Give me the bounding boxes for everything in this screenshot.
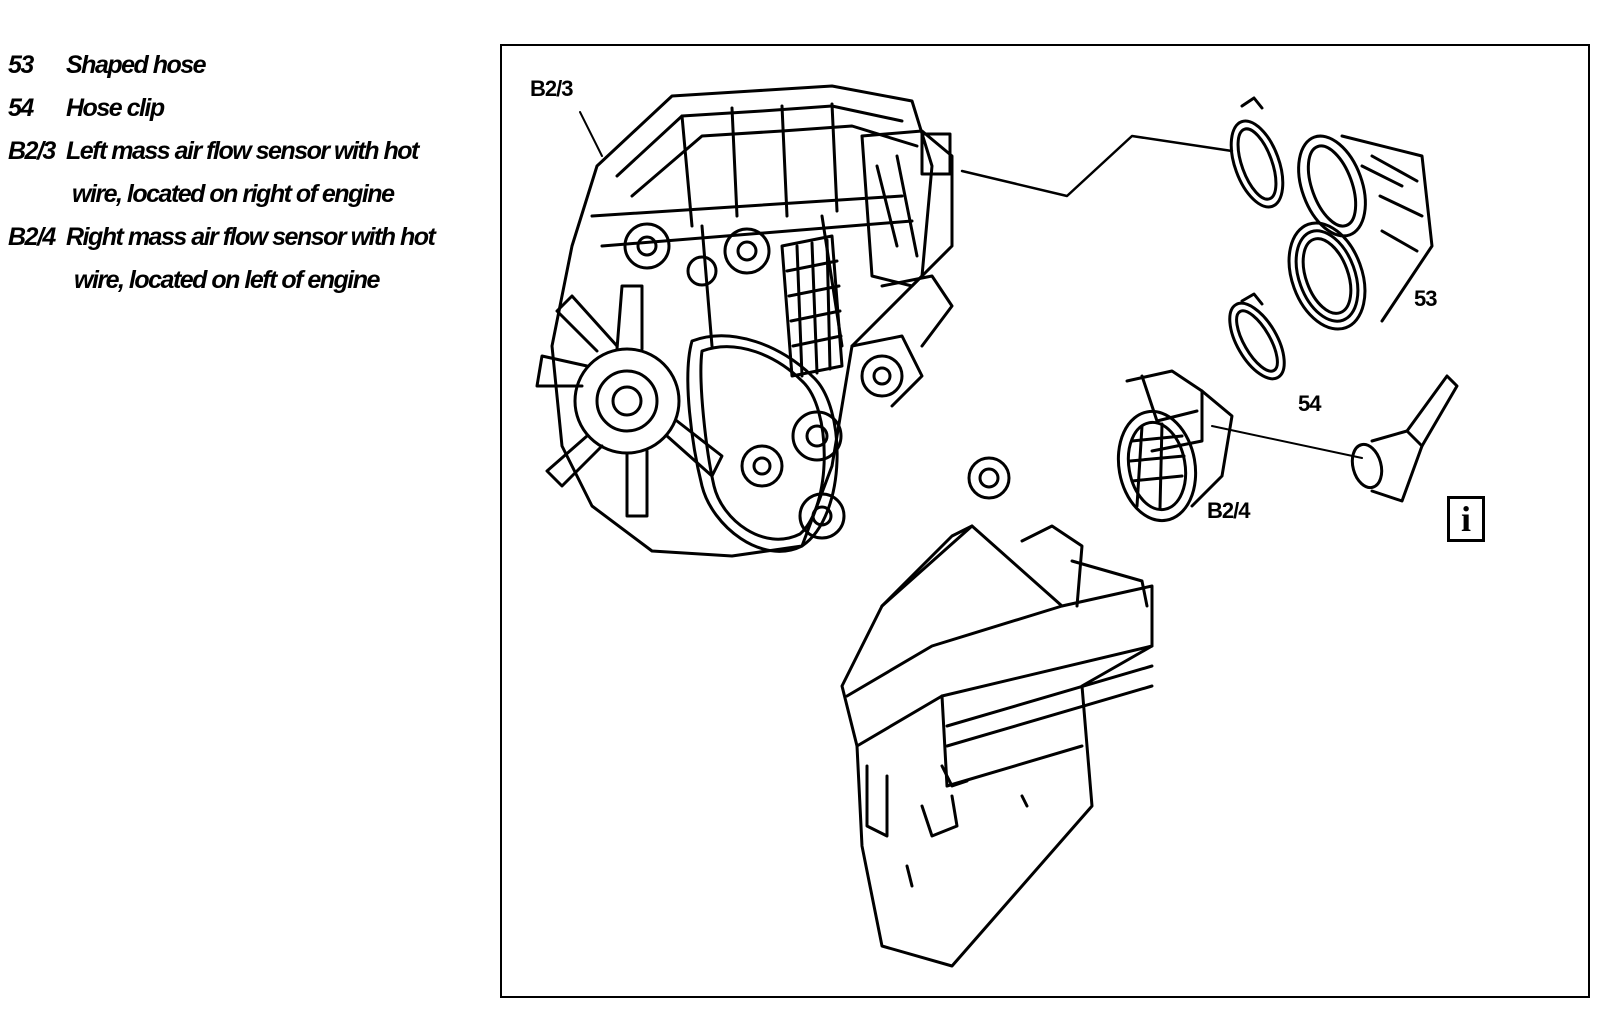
leader-b2-3 [579, 111, 603, 157]
legend-item-b2-4: B2/4 Right mass air flow sensor with hot… [8, 216, 448, 302]
info-icon: i [1447, 496, 1485, 542]
engine-illustration [535, 84, 954, 558]
legend-item-b2-3: B2/3 Left mass air flow sensor with hot … [8, 130, 448, 216]
callout-b2-4: B2/4 [1207, 498, 1250, 523]
shaped-hose [1287, 134, 1434, 331]
legend-label: Hose clip [66, 94, 165, 122]
legend-code: 54 [8, 94, 34, 122]
diagram-frame: B2/3 53 54 B2/4 i [500, 44, 1590, 998]
legend-label-line2: wire, located on right of engine [72, 180, 395, 208]
info-symbol: i [1460, 499, 1471, 539]
legend-item-53: 53 Shaped hose [8, 44, 448, 87]
engine-diagram [535, 84, 1459, 968]
callout-53: 53 [1414, 286, 1438, 311]
hose-clip-lower [1228, 292, 1286, 381]
parts-legend: 53 Shaped hose 54 Hose clip B2/3 Left ma… [8, 44, 448, 302]
callout-b2-3: B2/3 [530, 76, 573, 101]
wiring-connector [1350, 374, 1459, 503]
legend-code: 53 [8, 51, 34, 79]
legend-label-line2: wire, located on left of engine [74, 266, 380, 294]
legend-code: B2/4 [8, 223, 56, 251]
leader-hose-route [960, 134, 1234, 198]
callout-54: 54 [1298, 391, 1322, 416]
legend-code: B2/3 [8, 137, 56, 165]
legend-label-line1: Left mass air flow sensor with hot [66, 137, 419, 165]
legend-item-54: 54 Hose clip [8, 87, 448, 130]
legend-label-line1: Right mass air flow sensor with hot [66, 223, 436, 251]
air-filter-housing [840, 524, 1154, 968]
leader-connector [1211, 425, 1363, 459]
legend-label: Left mass air flow sensor with hot wire,… [66, 130, 448, 216]
grommet [967, 456, 1011, 500]
hose-clip-upper [1229, 96, 1285, 209]
legend-label: Shaped hose [66, 51, 207, 79]
legend-label: Right mass air flow sensor with hot wire… [66, 216, 448, 302]
mass-air-flow-sensor [1116, 369, 1234, 523]
